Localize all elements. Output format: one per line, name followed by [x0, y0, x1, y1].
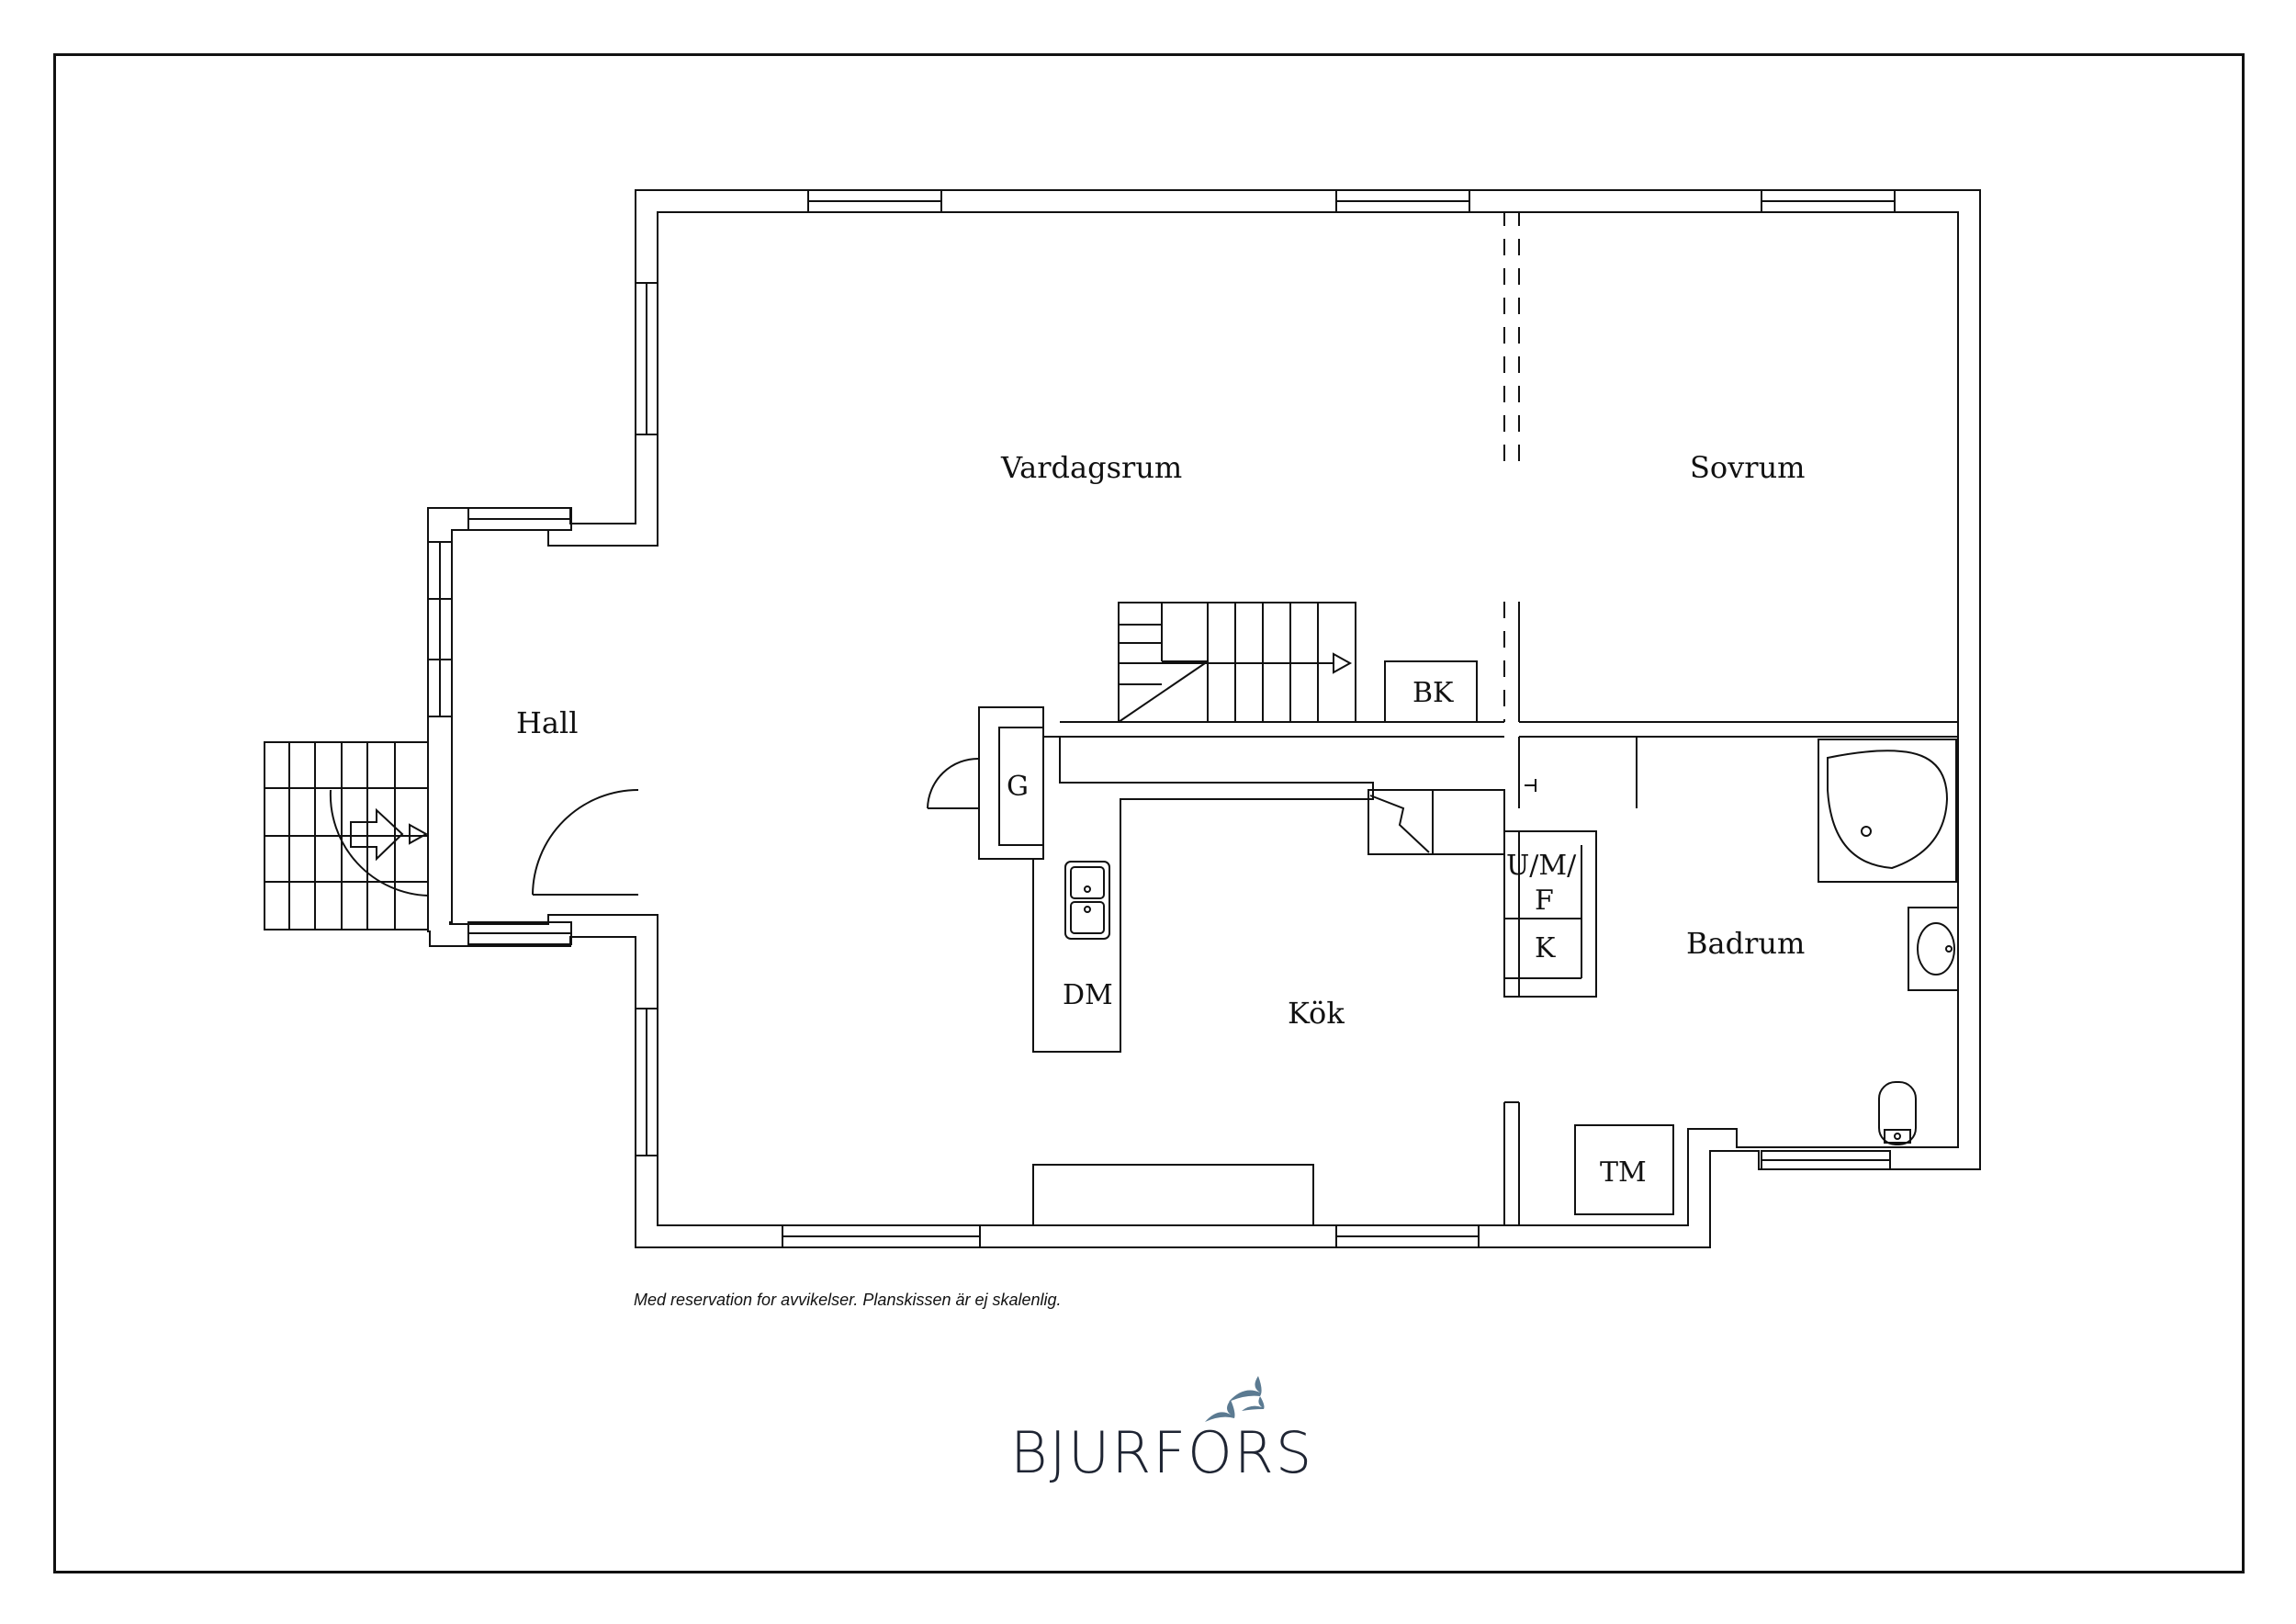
- kitchen-bench: [1032, 1164, 1314, 1226]
- label-tm: TM: [1600, 1156, 1647, 1189]
- corner-bathtub: [1818, 739, 1957, 883]
- entry-stairs: [264, 741, 429, 930]
- tm-box: [1574, 1124, 1674, 1215]
- disclaimer-text: Med reservation for avvikelser. Planskis…: [634, 1291, 1062, 1309]
- room-label-kok: Kök: [1288, 996, 1345, 1031]
- label-g: G: [1007, 771, 1029, 803]
- label-bk: BK: [1412, 677, 1454, 709]
- umf-k-box: [1503, 830, 1597, 998]
- toilet: [1878, 1081, 1917, 1145]
- outer-wall: [427, 189, 1981, 1248]
- room-label-sovrum: Sovrum: [1690, 450, 1806, 485]
- brand-name: BJURFORS: [1010, 1419, 1314, 1486]
- room-label-vardagsrum: Vardagsrum: [1000, 450, 1182, 485]
- room-label-hall: Hall: [516, 705, 578, 740]
- label-k: K: [1535, 932, 1556, 964]
- door-arc: [532, 789, 639, 896]
- page-frame: [53, 53, 2245, 1573]
- label-umf-line1: U/M/: [1506, 850, 1577, 882]
- kitchen-counter: [1032, 736, 1374, 1053]
- wash-basin: [1908, 907, 1959, 991]
- sink: [1064, 861, 1110, 940]
- label-umf-line2: F: [1535, 885, 1554, 917]
- internal-stairs: [1118, 602, 1356, 723]
- birds-logo-icon: [1205, 1376, 1265, 1422]
- room-label-badrum: Badrum: [1686, 926, 1805, 961]
- inner-wall: [449, 211, 1959, 1226]
- label-dm: DM: [1063, 979, 1113, 1011]
